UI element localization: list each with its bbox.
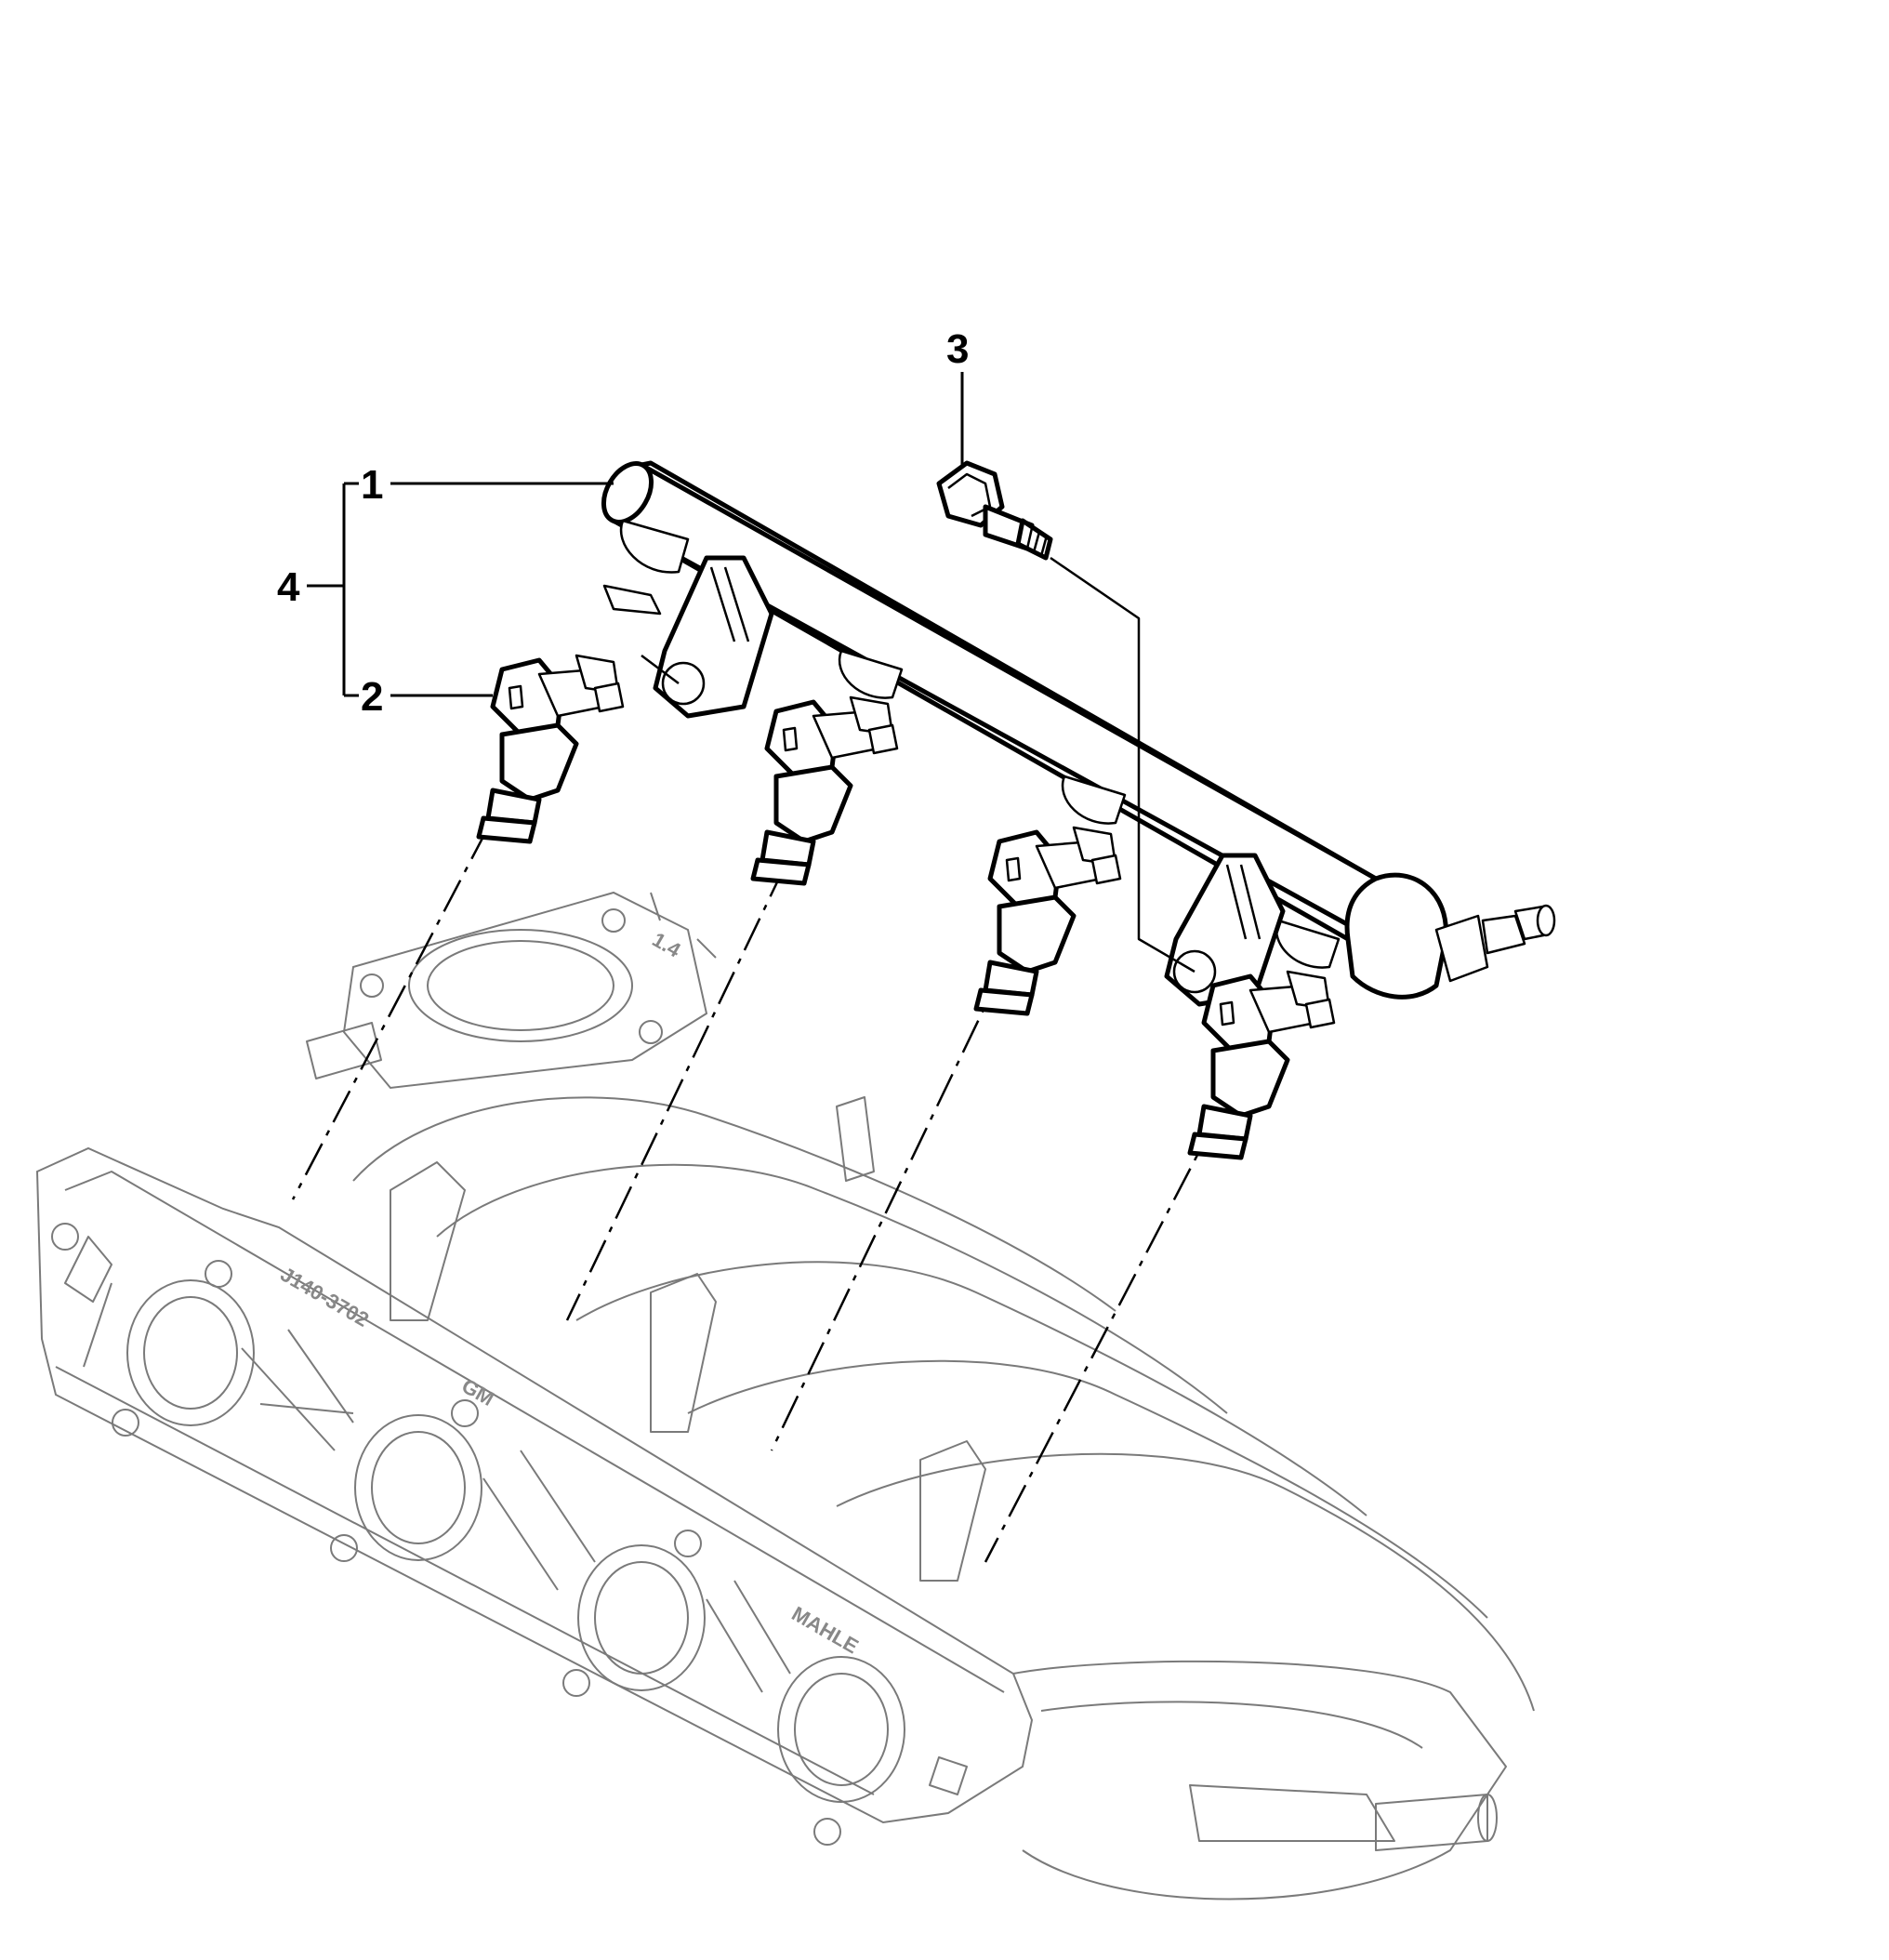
fuel-injector-3 xyxy=(973,826,1122,1016)
fuel-injector-4 xyxy=(1187,970,1336,1160)
assembly-center-lines xyxy=(291,827,1220,1563)
callout-2-label: 2 xyxy=(361,674,383,720)
callout-leaders xyxy=(307,372,1195,973)
rail-mounting-bolt xyxy=(936,460,1053,561)
fuel-injector-2 xyxy=(750,695,899,886)
callout-3-label: 3 xyxy=(946,326,969,372)
fuel-rail xyxy=(601,460,1556,1007)
callout-1-label: 1 xyxy=(361,462,383,508)
intake-manifold: MAHLE GM J140-3702 1.4 xyxy=(35,891,1535,1900)
callout-4-label: 4 xyxy=(277,564,300,610)
fuel-injector-1 xyxy=(476,654,625,844)
